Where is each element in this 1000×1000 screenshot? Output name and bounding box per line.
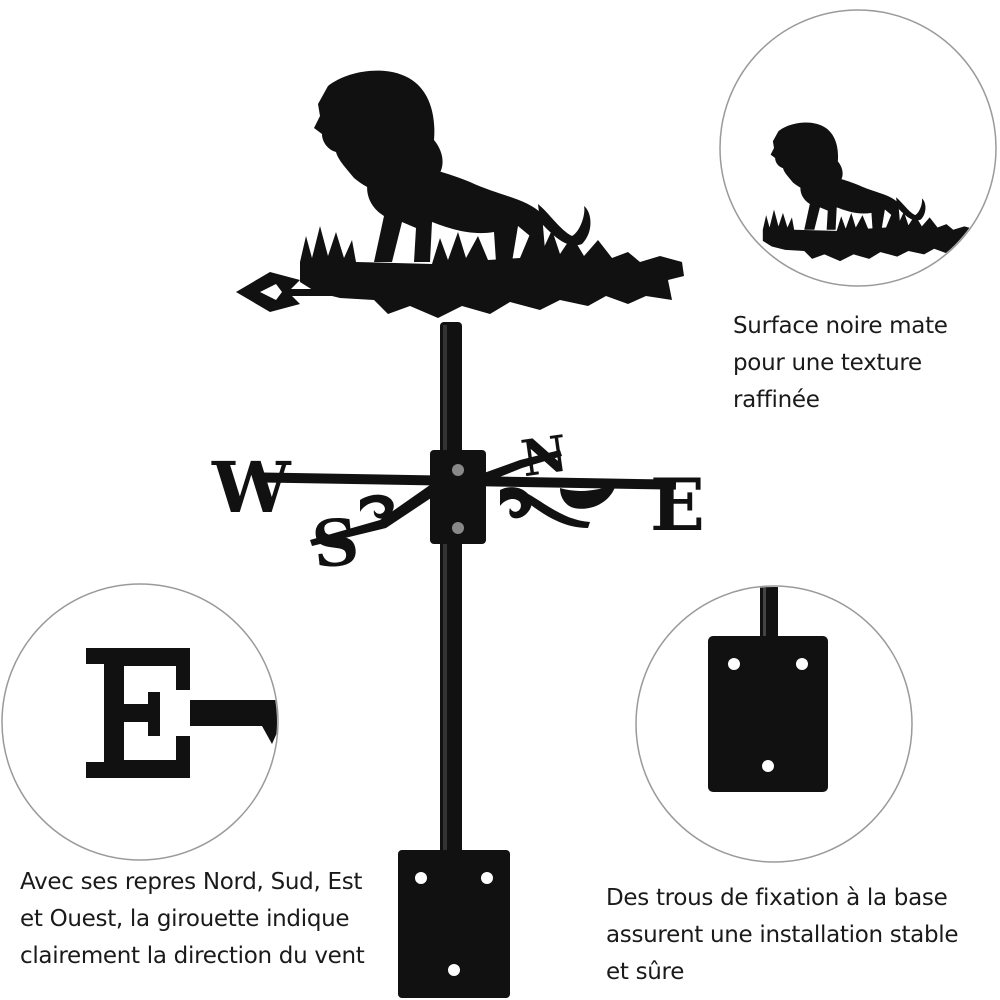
caption-line: Surface noire mate (733, 313, 948, 339)
compass-letter-south: S (309, 504, 363, 583)
mounting-plate (398, 850, 510, 998)
weathervane: W E N S (211, 70, 705, 998)
caption-line: clairement la direction du vent (20, 943, 365, 969)
detail-circle-east-letter (1, 583, 279, 861)
detail-circle-mounting (635, 585, 913, 863)
mounting-detail-plate (708, 636, 828, 792)
caption-matte-finish: Surface noire mate pour une texture raff… (733, 308, 948, 419)
east-letter-closeup (86, 648, 190, 778)
compass-letter-east: E (650, 462, 705, 547)
arrow-pointer (236, 272, 348, 312)
mounting-hole (448, 964, 460, 976)
caption-line: Avec ses repres Nord, Sud, Est (20, 869, 363, 895)
compass-letter-north: N (518, 423, 571, 488)
compass-arms (255, 450, 677, 546)
compass-letter-west: W (211, 446, 292, 529)
caption-directions: Avec ses repres Nord, Sud, Est et Ouest,… (20, 864, 365, 975)
caption-line: Des trous de fixation à la base (606, 885, 948, 911)
lion-silhouette (300, 70, 684, 318)
caption-line: et Ouest, la girouette indique (20, 906, 350, 932)
mounting-hole (481, 872, 493, 884)
compass-hub (430, 450, 486, 544)
caption-line: et sûre (606, 959, 685, 985)
mounting-hole (415, 872, 427, 884)
caption-line: raffinée (733, 387, 820, 413)
detail-circle-lion (719, 9, 997, 287)
caption-line: assurent une installation stable (606, 922, 959, 948)
caption-mounting: Des trous de fixation à la base assurent… (606, 880, 959, 991)
caption-line: pour une texture (733, 350, 922, 376)
